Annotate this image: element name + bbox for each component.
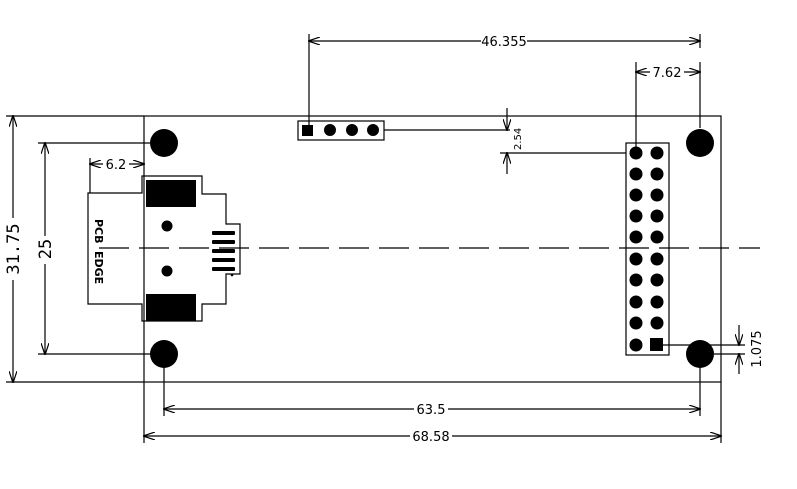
dim-25: 25: [36, 143, 150, 354]
dim-63-5: 63.5: [164, 354, 700, 418]
mounting-hole-top-left: [150, 129, 178, 157]
dim-7-62: 7.62: [636, 62, 700, 147]
header-4pin: [297, 120, 385, 141]
usb-connector: [87, 175, 241, 322]
dim-46-355-label: 46.355: [481, 35, 527, 50]
dim-68-58-label: 68.58: [412, 430, 449, 445]
pcb-edge-label-2: EDGE: [92, 251, 105, 284]
dim-63-5-label: 63.5: [417, 403, 446, 418]
dim-68-58: 68.58: [144, 382, 721, 445]
dim-6-2-label: 6.2: [106, 158, 127, 173]
dim-1-075-label: 1.075: [750, 330, 765, 367]
dim-25-label: 25: [36, 239, 56, 259]
pcb-edge-label-1: PCB: [92, 219, 105, 244]
dim-1-075: 1.075: [663, 325, 765, 374]
dim-6-2: 6.2: [90, 157, 144, 193]
dim-31-75-label: 31.75: [4, 223, 24, 274]
dim-2-54: 2.54: [384, 108, 626, 174]
dim-46-355: 46.355: [309, 34, 700, 125]
dim-31-75: 31.75: [4, 116, 144, 382]
dim-7-62-label: 7.62: [653, 66, 682, 81]
mounting-hole-top-right: [686, 129, 714, 157]
pcb-outline: [143, 115, 722, 383]
dim-2-54-label: 2.54: [513, 128, 524, 150]
header-2x10: [625, 142, 670, 356]
